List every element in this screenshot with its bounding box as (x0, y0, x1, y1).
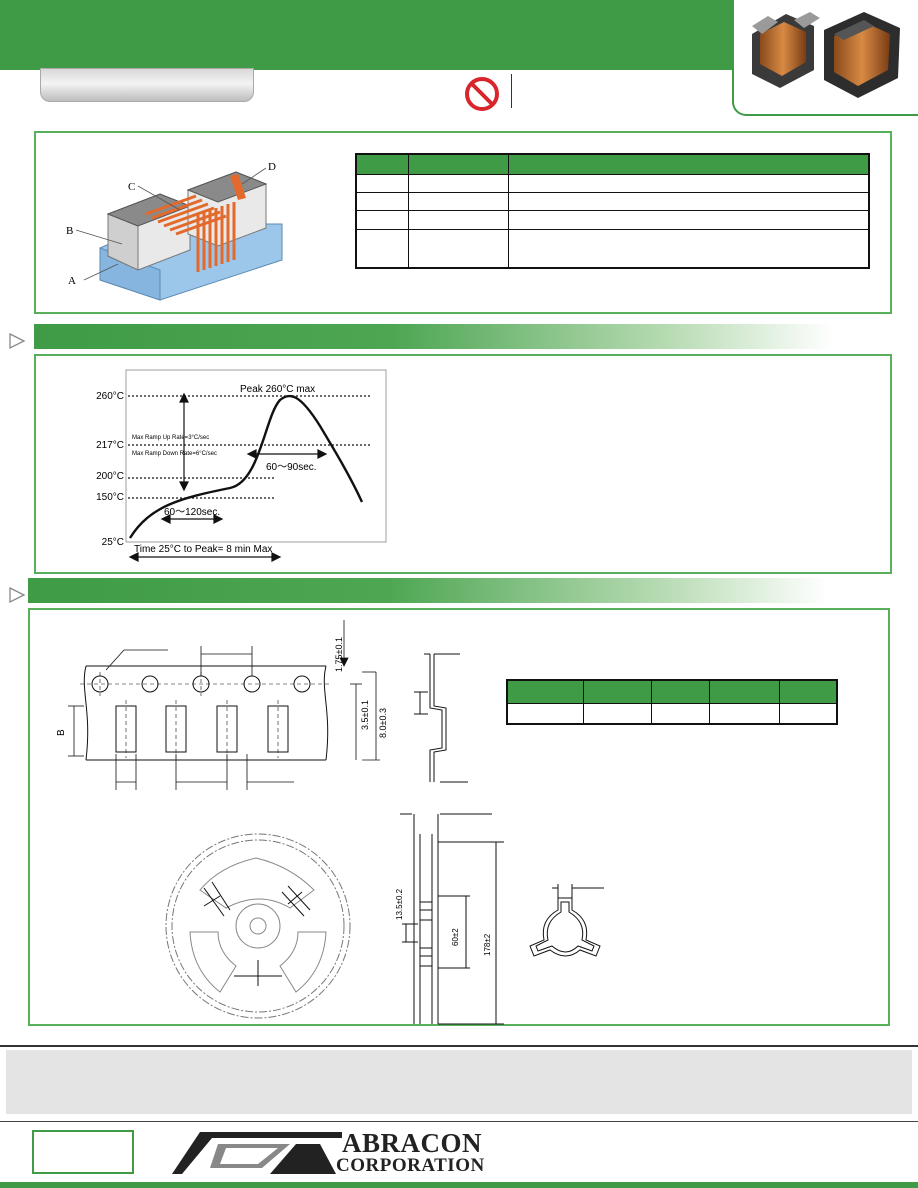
header-tab (40, 68, 254, 102)
carrier-tape-drawing: 1.75±0.1 3.5±0.1 8.0±0.3 B (56, 620, 388, 790)
table-header-cell (582, 679, 652, 704)
table-header-cell (650, 679, 710, 704)
reel-side-view: 13.5±0.2 60±2 178±2 (396, 813, 504, 1025)
header-bar (0, 0, 736, 70)
dim-178-label: 178±2 (483, 933, 492, 956)
table-row (355, 228, 870, 269)
table-row (355, 192, 870, 212)
header-divider (511, 74, 512, 108)
tape-dimension-table (506, 679, 838, 725)
construction-drawing: A B C D (66, 161, 283, 301)
table-header-cell (355, 153, 409, 175)
company-logo-subname: CORPORATION (336, 1155, 485, 1176)
table-header-cell (507, 153, 870, 175)
reflow-section-bar (34, 324, 834, 349)
ramp-up-label: Max Ramp Up Rate=3°C/sec (132, 435, 209, 441)
table-header-cell (506, 679, 584, 704)
soak-label: 60～120sec. (164, 507, 220, 518)
table-row (355, 210, 870, 230)
dim-35-label: 3.5±0.1 (360, 700, 370, 730)
peak-label: Peak 260°C max (240, 384, 315, 395)
total-time-label: Time 25°C to Peak= 8 min Max (134, 544, 272, 555)
section-arrow-icon (9, 586, 26, 604)
temp-label-200: 200°C (96, 471, 124, 482)
footer-divider (0, 1121, 918, 1122)
dim-80-label: 8.0±0.3 (378, 708, 388, 738)
table-row (355, 173, 870, 194)
table-header-cell (407, 153, 509, 175)
footer-notice-area (6, 1050, 912, 1114)
no-symbol-icon (465, 77, 499, 111)
company-logo-name: ABRACON (342, 1128, 483, 1158)
product-photo (752, 12, 900, 98)
dim-b-label: B (56, 729, 67, 736)
footer-band (0, 1045, 918, 1117)
ramp-down-label: Max Ramp Down Rate=6°C/sec (132, 451, 217, 457)
table-row (506, 702, 838, 725)
part-label-d: D (268, 161, 276, 173)
time-above-label: 60～90sec. (266, 462, 317, 473)
packaging-section-bar (28, 578, 828, 603)
table-header-cell (778, 679, 838, 704)
temp-label-217: 217°C (96, 440, 124, 451)
tape-cross-section (414, 653, 468, 783)
materials-table (355, 153, 870, 269)
dim-135-label: 13.5±0.2 (396, 888, 404, 920)
table-header-row (506, 679, 838, 704)
temp-label-25: 25°C (102, 537, 124, 548)
reflow-chart: 260°C 217°C 200°C 150°C 25°C Peak 260°C … (96, 369, 387, 562)
reel-front-view (165, 833, 351, 1019)
bottom-stripe (0, 1182, 918, 1188)
product-photo-frame (732, 0, 918, 116)
dim-175-label: 1.75±0.1 (334, 637, 344, 672)
temp-label-150: 150°C (96, 492, 124, 503)
part-label-a: A (68, 275, 76, 287)
table-header-cell (708, 679, 780, 704)
temp-label-260: 260°C (96, 391, 124, 402)
dim-60-label: 60±2 (451, 928, 460, 946)
table-header-row (355, 153, 870, 175)
part-label-b: B (66, 225, 73, 237)
part-label-c: C (128, 181, 135, 193)
abracon-logo-icon (172, 1132, 342, 1174)
section-arrow-icon (9, 332, 26, 350)
footer-box (32, 1130, 134, 1174)
reel-hub-detail (529, 884, 604, 957)
